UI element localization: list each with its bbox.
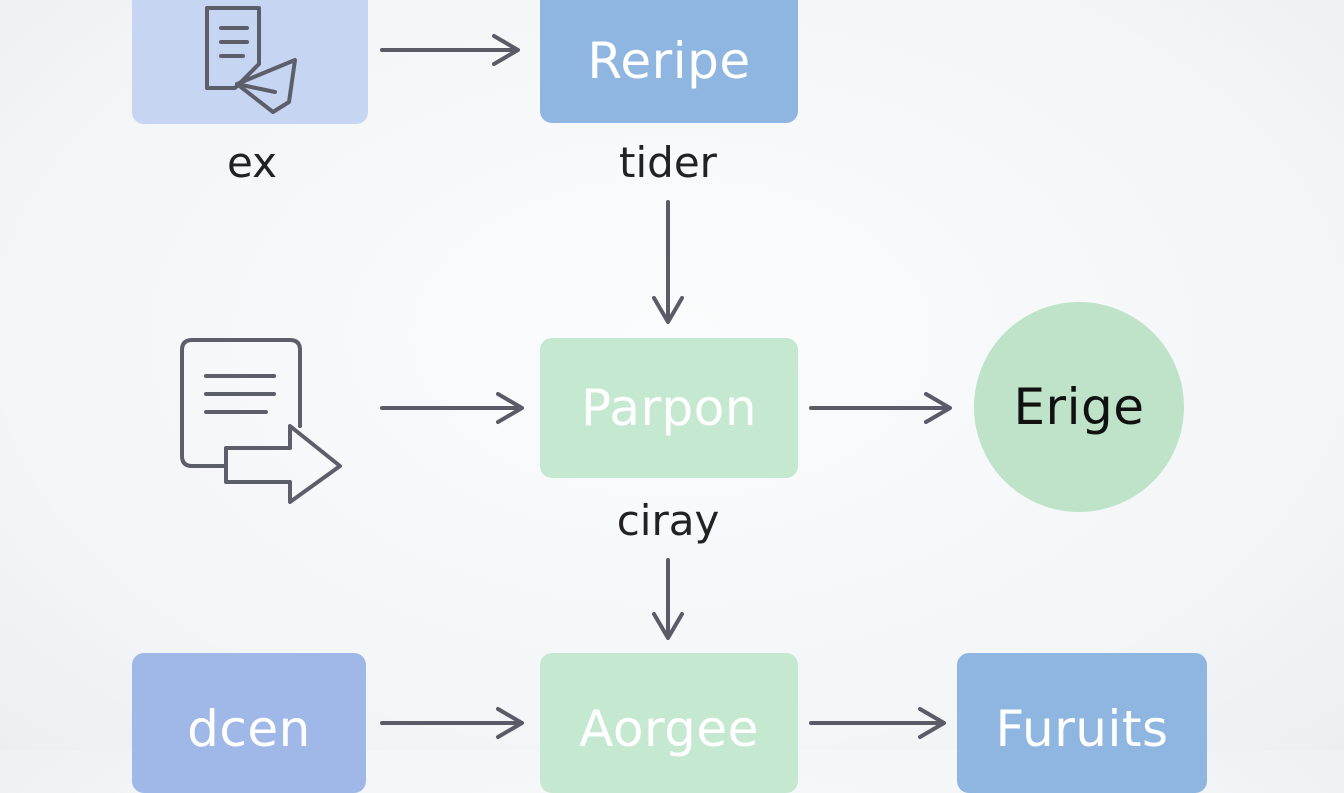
node-furuits-label: Furuits bbox=[995, 700, 1169, 758]
arrow-icon-to-parpon bbox=[380, 392, 524, 424]
node-erige: Erige bbox=[974, 302, 1184, 512]
arrow-aorgee-to-furuits bbox=[809, 707, 946, 739]
connectors-layer bbox=[380, 34, 952, 739]
node-erige-label: Erige bbox=[1013, 378, 1145, 436]
node-dcen-label: dcen bbox=[187, 700, 311, 758]
top-icon-box bbox=[132, 0, 368, 124]
node-parpon-label: Parpon bbox=[580, 379, 758, 437]
node-dcen: dcen bbox=[132, 653, 366, 793]
arrow-dcen-to-aorgee bbox=[380, 707, 524, 739]
document-send-icon bbox=[205, 6, 297, 114]
arrow-icon-to-reripe bbox=[380, 34, 520, 66]
arrow-ciray-to-aorgee bbox=[652, 558, 684, 640]
node-aorgee-label: Aorgee bbox=[579, 700, 759, 758]
node-reripe: Reripe bbox=[540, 0, 798, 123]
node-furuits: Furuits bbox=[957, 653, 1207, 793]
document-forward-icon bbox=[180, 338, 342, 504]
node-parpon: Parpon bbox=[540, 338, 798, 478]
label-ex: ex bbox=[227, 138, 277, 187]
arrow-parpon-to-erige bbox=[809, 392, 952, 424]
node-reripe-label: Reripe bbox=[587, 31, 751, 90]
label-tider: tider bbox=[619, 138, 717, 187]
node-aorgee: Aorgee bbox=[540, 653, 798, 793]
label-ciray: ciray bbox=[616, 496, 720, 545]
arrow-tider-to-parpon bbox=[652, 200, 684, 324]
